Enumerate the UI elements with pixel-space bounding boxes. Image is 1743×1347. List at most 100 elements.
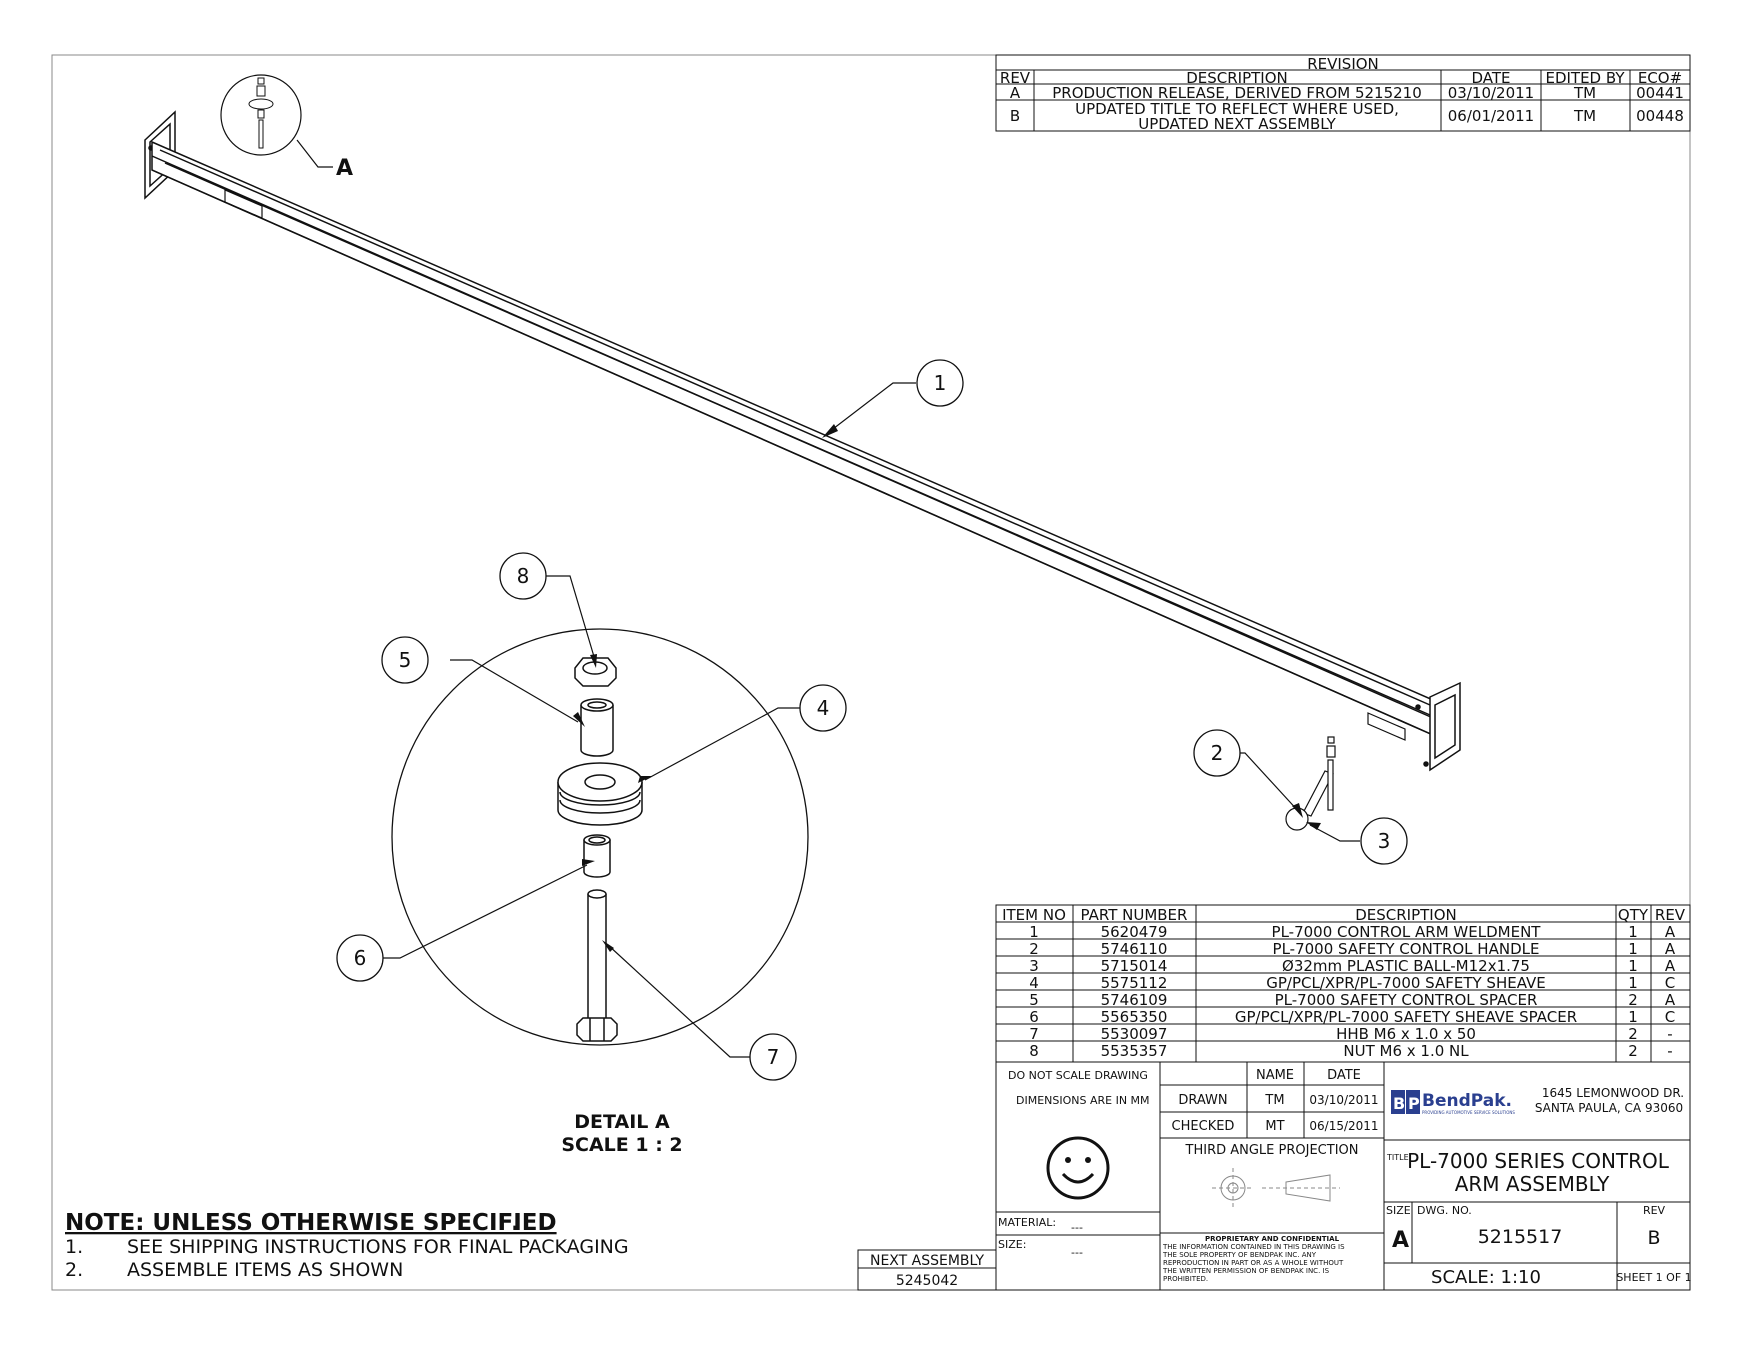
balloon-4 — [799, 684, 847, 732]
revision-title: REVISION — [1307, 55, 1379, 73]
leader-lines — [380, 382, 1360, 1058]
drawn-name: TM — [1264, 1093, 1284, 1108]
bom-header-qty: QTY — [1618, 906, 1649, 924]
bom-header-item-no: ITEM NO — [1002, 906, 1066, 924]
upper-spacer — [580, 705, 614, 757]
size-label-small: SIZE: — [998, 1238, 1026, 1251]
bom-cell-desc: PL-7000 SAFETY CONTROL HANDLE — [1273, 940, 1540, 958]
company-tagline: PROVIDING AUTOMOTIVE SERVICE SOLUTIONS — [1422, 1110, 1515, 1115]
bom-cell-qty: 1 — [1628, 923, 1638, 941]
note-number: 2. — [65, 1259, 83, 1281]
bom-cell-part: 5715014 — [1101, 957, 1168, 975]
dwg-no-value: 5215517 — [1478, 1226, 1563, 1248]
bom-cell-item: 1 — [1029, 923, 1039, 941]
safety-control-handle — [1285, 736, 1336, 831]
drawing-title-line-2: ARM ASSEMBLY — [1455, 1172, 1610, 1196]
smiley-icon — [1046, 1136, 1110, 1200]
revision-header-eco: ECO# — [1638, 69, 1682, 87]
material-label: MATERIAL: — [998, 1216, 1056, 1229]
bom-table-grid — [995, 904, 1691, 1063]
revision-table — [995, 54, 1691, 132]
bom-header-part-number: PART NUMBER — [1081, 906, 1188, 924]
balloon-2 — [1193, 729, 1241, 777]
do-not-scale-note: DO NOT SCALE DRAWING — [1008, 1069, 1148, 1082]
bom-cell-desc: Ø32mm PLASTIC BALL-M12x1.75 — [1282, 957, 1530, 975]
bom-cell-item: 6 — [1029, 1008, 1039, 1026]
bom-cell-desc: PL-7000 SAFETY CONTROL SPACER — [1275, 991, 1538, 1009]
revision-row-b: B UPDATED TITLE TO REFLECT WHERE USED, U… — [1010, 100, 1684, 133]
bom-cell-item: 3 — [1029, 957, 1039, 975]
bom-cell-part: 5565350 — [1101, 1008, 1168, 1026]
proprietary-title: PROPRIETARY AND CONFIDENTIAL — [1205, 1235, 1340, 1243]
bom-cell-part: 5620479 — [1101, 923, 1168, 941]
size-value: A — [1392, 1228, 1409, 1253]
next-assembly-label: NEXT ASSEMBLY — [870, 1253, 984, 1269]
drawn-date: 03/10/2011 — [1309, 1093, 1378, 1107]
bom-cell-item: 4 — [1029, 974, 1039, 992]
rev-label: REV — [1643, 1204, 1666, 1217]
size-label: SIZE — [1386, 1204, 1411, 1217]
revision-cell-description-line2: UPDATED NEXT ASSEMBLY — [1138, 115, 1336, 133]
drawn-label: DRAWN — [1178, 1093, 1227, 1108]
bom-cell-desc: GP/PCL/XPR/PL-7000 SAFETY SHEAVE — [1266, 974, 1546, 992]
note-number: 1. — [65, 1236, 83, 1258]
bom-cell-desc: NUT M6 x 1.0 NL — [1343, 1042, 1469, 1060]
svg-text:P: P — [1408, 1094, 1420, 1113]
notes-title-period: . — [511, 1210, 520, 1236]
address-line-1: 1645 LEMONWOOD DR. — [1542, 1086, 1684, 1100]
sheet-number: SHEET 1 OF 1 — [1616, 1271, 1691, 1284]
drawing-title-line-1: PL-7000 SERIES CONTROL — [1407, 1149, 1670, 1173]
leader-arrowheads — [573, 424, 1321, 952]
size-value-small: --- — [1071, 1246, 1083, 1259]
bom-cell-item: 2 — [1029, 940, 1039, 958]
balloon-number: 2 — [1211, 741, 1224, 765]
checked-label: CHECKED — [1172, 1119, 1235, 1134]
bom-cell-rev: A — [1665, 940, 1676, 958]
revision-cell-rev: B — [1010, 107, 1020, 125]
bom-cell-qty: 2 — [1628, 1042, 1638, 1060]
control-arm-weldment — [144, 110, 1461, 772]
bom-row: 6 5565350 GP/PCL/XPR/PL-7000 SAFETY SHEAVE… — [1029, 1008, 1675, 1026]
revision-headers: REV DESCRIPTION DATE EDITED BY ECO# — [1000, 69, 1682, 87]
revision-header-edited-by: EDITED BY — [1545, 69, 1625, 87]
bom-cell-part: 5535357 — [1101, 1042, 1168, 1060]
proprietary-line: THE WRITTEN PERMISSION OF BENDPAK INC. I… — [1162, 1267, 1330, 1275]
detail-a-view — [391, 628, 809, 1046]
proprietary-line: REPRODUCTION IN PART OR AS A WHOLE WITHO… — [1163, 1259, 1344, 1267]
bom-cell-rev: - — [1667, 1025, 1672, 1043]
detail-a-scale: SCALE 1 : 2 — [561, 1134, 682, 1156]
balloon-number: 1 — [934, 371, 947, 395]
bom-cell-qty: 1 — [1628, 940, 1638, 958]
bom-cell-qty: 2 — [1628, 1025, 1638, 1043]
balloon-number: 8 — [517, 564, 530, 588]
proprietary-line: PROHIBITED. — [1163, 1275, 1208, 1283]
svg-text:B: B — [1393, 1094, 1405, 1113]
title-label: TITLE: — [1386, 1153, 1411, 1162]
revision-header-rev: REV — [1000, 69, 1031, 87]
detail-a-callout-label: A — [336, 156, 353, 181]
projection-label: THIRD ANGLE PROJECTION — [1185, 1143, 1359, 1158]
note-text: ASSEMBLE ITEMS AS SHOWN — [127, 1259, 403, 1281]
dimensions-note: DIMENSIONS ARE IN MM — [1016, 1094, 1150, 1107]
detail-a-mini-parts — [248, 77, 274, 149]
bom-cell-desc: HHB M6 x 1.0 x 50 — [1336, 1025, 1476, 1043]
bom-cell-item: 5 — [1029, 991, 1039, 1009]
title-block-approvals: NAME DATE DRAWN TM 03/10/2011 CHECKED MT… — [1172, 1068, 1379, 1158]
detail-a-title: DETAIL A — [574, 1111, 670, 1133]
material-value: --- — [1071, 1221, 1083, 1234]
bom-cell-rev: - — [1667, 1042, 1672, 1060]
checked-date: 06/15/2011 — [1309, 1119, 1378, 1133]
balloon-5 — [381, 636, 429, 684]
bom-cell-rev: A — [1665, 923, 1676, 941]
bom-header-description: DESCRIPTION — [1355, 906, 1457, 924]
detail-a-parts — [557, 657, 643, 1042]
bom-cell-rev: C — [1665, 1008, 1675, 1026]
rev-value: B — [1647, 1227, 1660, 1249]
bom-cell-desc: GP/PCL/XPR/PL-7000 SAFETY SHEAVE SPACER — [1235, 1008, 1577, 1026]
bom-headers: ITEM NO PART NUMBER DESCRIPTION QTY REV — [1002, 906, 1686, 924]
sheave-spacer — [583, 840, 611, 878]
proprietary-line: THE SOLE PROPERTY OF BENDPAK INC. ANY — [1162, 1251, 1317, 1259]
